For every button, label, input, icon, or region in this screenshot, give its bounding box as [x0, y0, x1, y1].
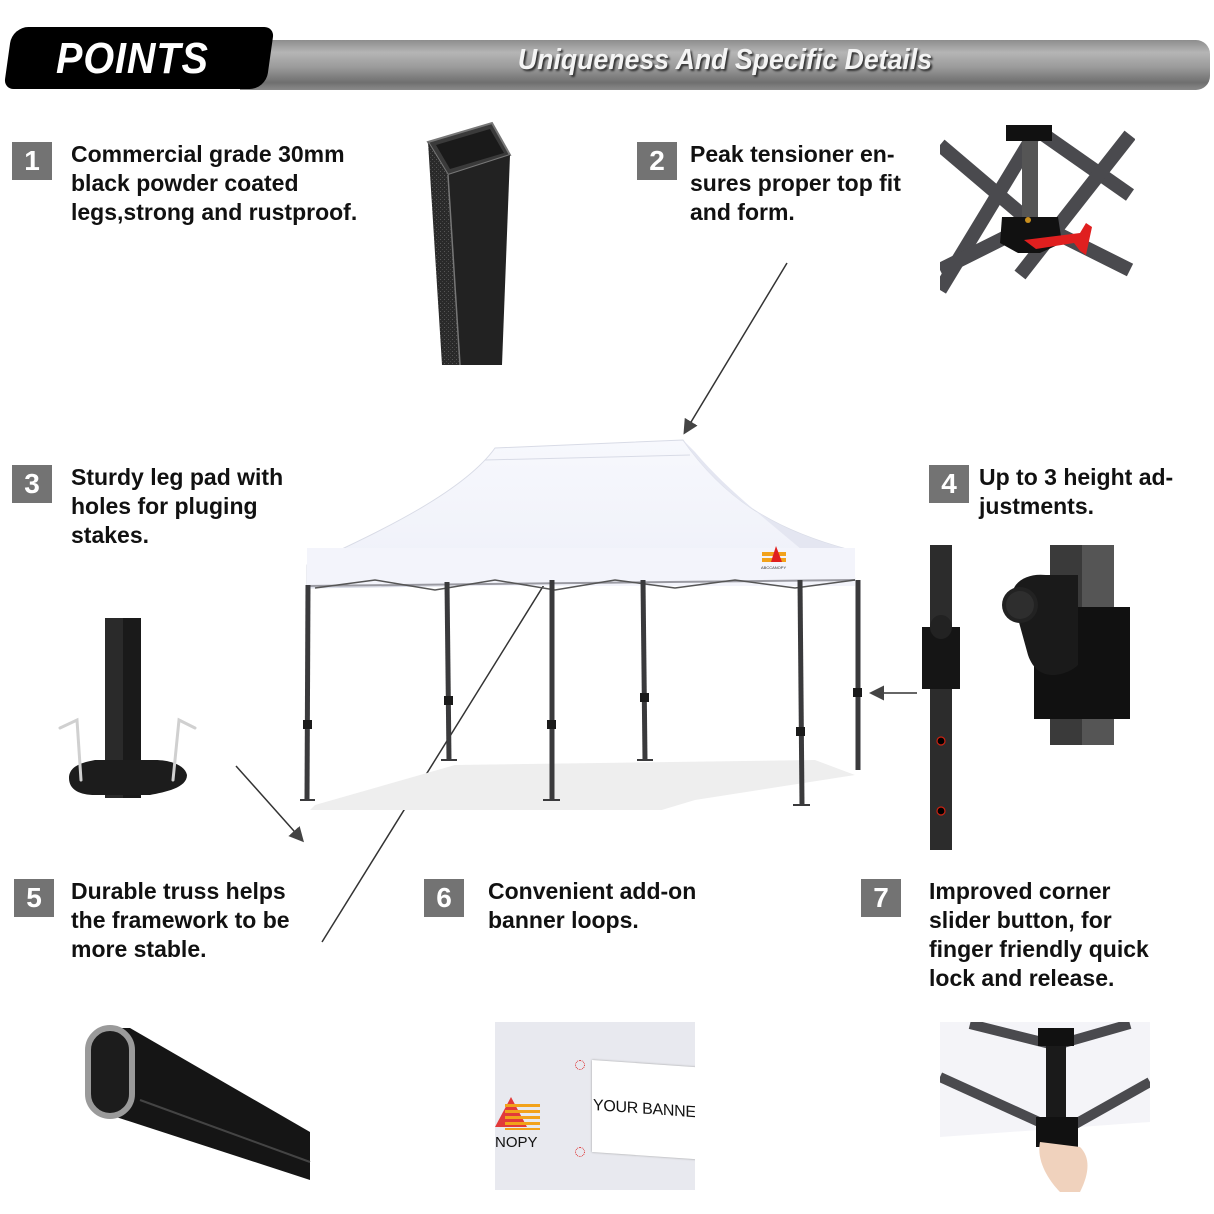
oval-truss-image [85, 1025, 311, 1180]
feature-text-3: Sturdy leg pad with holes for pluging st… [71, 463, 283, 550]
feature-line: Improved corner [929, 878, 1111, 904]
height-adjust-leg-image [922, 545, 960, 850]
feature-line: and form. [690, 199, 795, 225]
your-banner-sign: YOUR BANNER [592, 1059, 695, 1161]
feature-number-6: 6 [424, 879, 464, 917]
feature-line: Up to 3 height ad- [979, 464, 1174, 490]
feature-text-1: Commercial grade 30mm black powder coate… [71, 140, 357, 227]
feature-line: stakes. [71, 522, 150, 548]
feature-text-7: Improved corner slider button, for finge… [929, 877, 1149, 993]
feature-line: Durable truss helps [71, 878, 286, 904]
feature-number-7: 7 [861, 879, 901, 917]
logo-partial-text: NOPY [495, 1134, 538, 1151]
banner-loop-icon [575, 1147, 585, 1157]
abccanopy-logo: ABCCANOPY [761, 546, 786, 570]
feature-text-2: Peak tensioner en- sures proper top fit … [690, 140, 901, 227]
feature-line: the framework to be [71, 907, 290, 933]
height-adjust-button-closeup [1002, 545, 1130, 745]
feature-line: justments. [979, 493, 1095, 519]
feature-number-3: 3 [12, 465, 52, 503]
feature-line: banner loops. [488, 907, 639, 933]
feature-line: sures proper top fit [690, 170, 901, 196]
banner-loops-image: NOPY YOUR BANNER [495, 1022, 695, 1190]
feature-line: Commercial grade 30mm [71, 141, 345, 167]
feature-line: slider button, for [929, 907, 1112, 933]
feature-text-4: Up to 3 height ad- justments. [979, 463, 1173, 521]
feature-number-5: 5 [14, 879, 54, 917]
banner-loop-icon [575, 1060, 585, 1070]
square-leg-tube-image [426, 121, 512, 366]
canopy-tent-image: ABCCANOPY [300, 439, 862, 810]
logo-stripes-icon [505, 1104, 540, 1130]
feature-line: more stable. [71, 936, 207, 962]
feature-line: Convenient add-on [488, 878, 697, 904]
feature-text-6: Convenient add-on banner loops. [488, 877, 696, 935]
feature-number-4: 4 [929, 465, 969, 503]
feature-line: finger friendly quick [929, 936, 1149, 962]
peak-tensioner-image [940, 125, 1135, 294]
corner-slider-image [940, 1022, 1150, 1192]
feature-text-5: Durable truss helps the framework to be … [71, 877, 290, 964]
feature-line: lock and release. [929, 965, 1115, 991]
header-bar [240, 40, 1210, 90]
header-title: Uniqueness And Specific Details [517, 44, 933, 76]
feature-line: holes for pluging [71, 493, 258, 519]
feature-number-1: 1 [12, 142, 52, 180]
leg-pad-image [58, 618, 197, 798]
feature-line: Peak tensioner en- [690, 141, 895, 167]
feature-number-2: 2 [637, 142, 677, 180]
feature-line: Sturdy leg pad with [71, 464, 284, 490]
svg-text:ABCCANOPY: ABCCANOPY [761, 565, 786, 570]
feature-line: black powder coated [71, 170, 299, 196]
feature-line: legs,strong and rustproof. [71, 199, 358, 225]
points-label: POINTS [56, 34, 209, 83]
